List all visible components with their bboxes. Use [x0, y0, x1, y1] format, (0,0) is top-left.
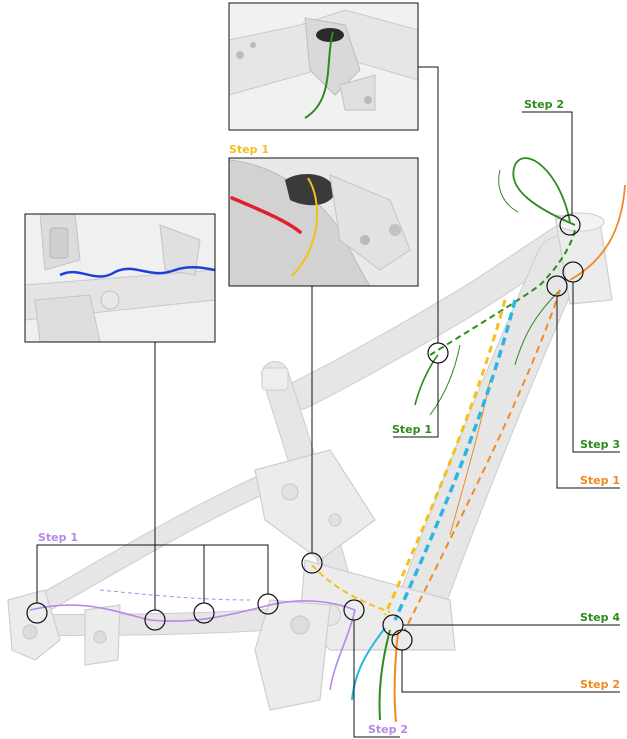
label-green-step1: Step 1: [392, 423, 432, 436]
orange-dashed-route: [404, 289, 561, 631]
cable-paths: [29, 157, 626, 723]
green-dashed-route: [429, 229, 576, 356]
green-loop: [512, 157, 576, 226]
inset-rear-stay: [24, 213, 216, 343]
inset-top-tube-entry: [228, 2, 419, 131]
label-yellow-step1: Step 1: [229, 143, 269, 156]
label-orange-step1: Step 1: [580, 474, 620, 487]
callout-lines: [36, 66, 620, 738]
purple-route: [29, 600, 356, 622]
step-labels: Step 1 Step 2 Step 1 Step 3 Step 1 Step …: [38, 98, 620, 736]
cyan-dashed-route: [393, 299, 517, 621]
label-green-step2: Step 2: [524, 98, 564, 111]
label-green-step3: Step 3: [580, 438, 620, 451]
label-green-step4: Step 4: [580, 611, 620, 624]
marker-head-top: [559, 214, 581, 236]
label-purple-step1: Step 1: [38, 531, 78, 544]
label-orange-step2: Step 2: [580, 678, 620, 691]
label-purple-step2: Step 2: [368, 723, 408, 736]
marker-top-tube: [427, 342, 449, 364]
yellow-dashed-route: [383, 299, 507, 616]
inset-seat-tube-entry: [228, 157, 419, 287]
